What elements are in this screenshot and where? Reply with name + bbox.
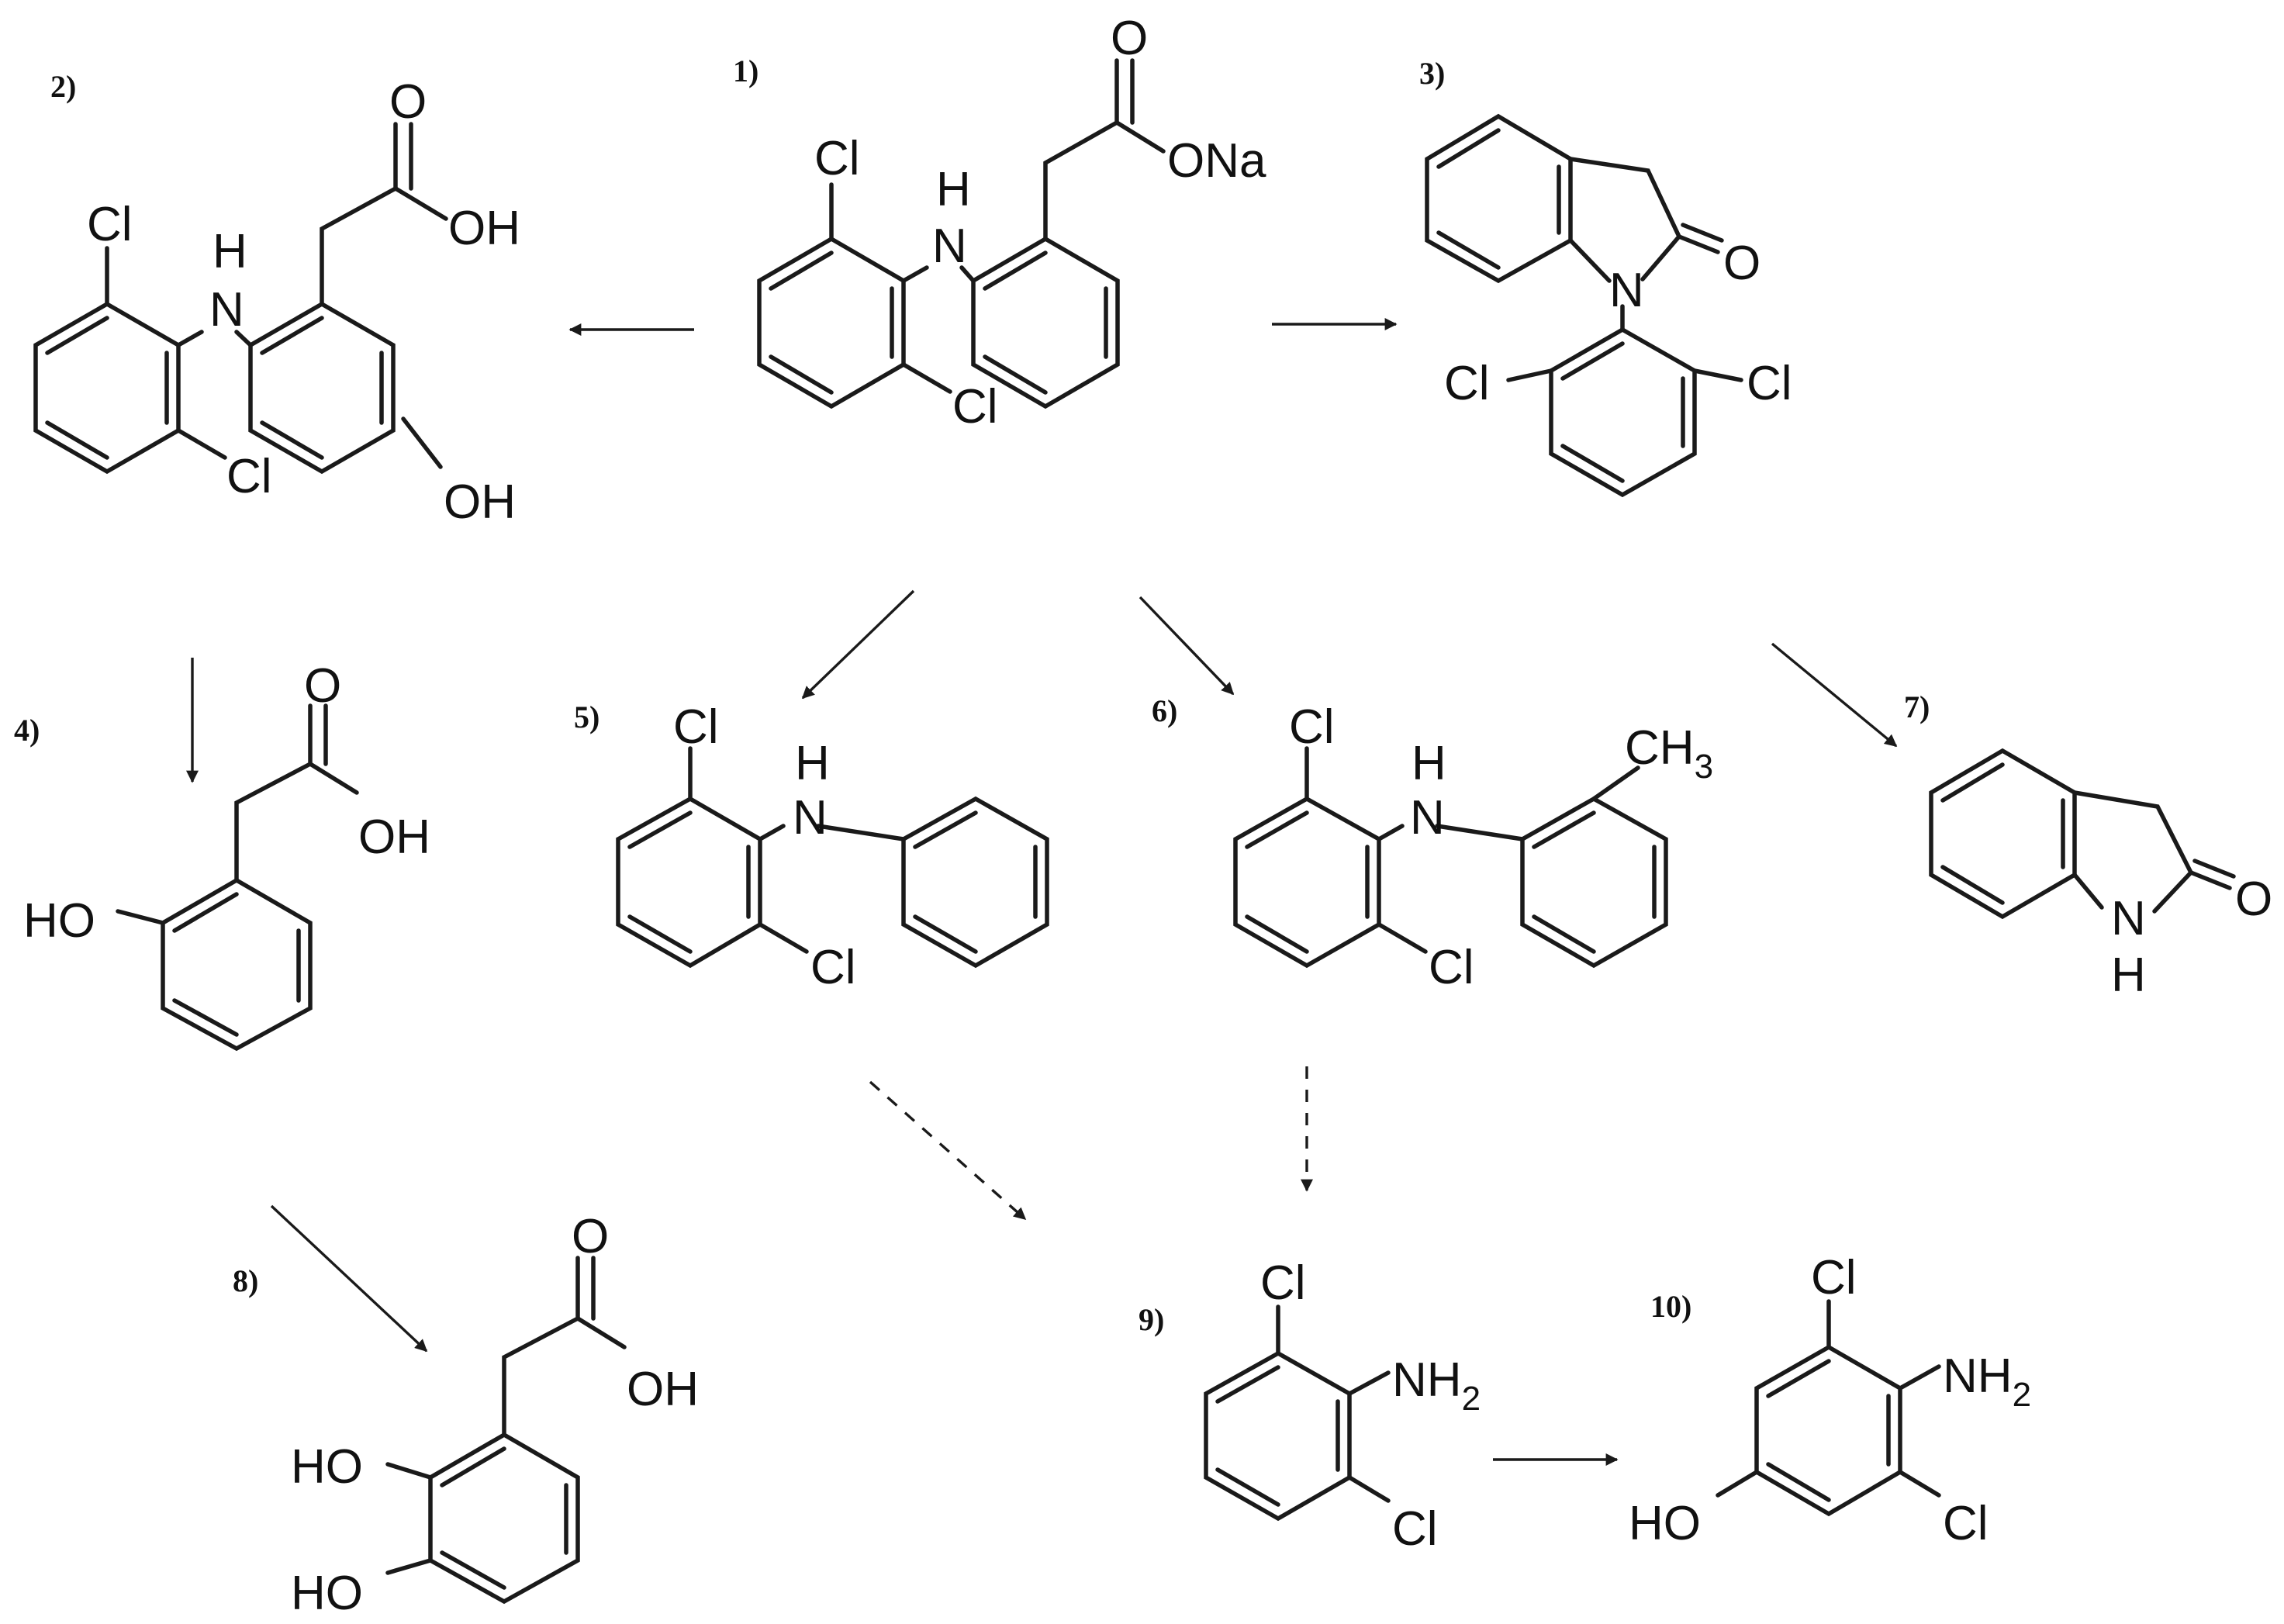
compound-5-cl-top: Cl [673, 700, 719, 754]
compound-9-cl-top: Cl [1260, 1256, 1306, 1310]
compound-1-label: 1) [733, 54, 758, 88]
compound-10-cl-bottom: Cl [1943, 1497, 1989, 1550]
compound-9-amine: NH2 [1392, 1353, 1481, 1418]
compound-7-o: O [2235, 872, 2272, 926]
compound-10-amine-nh: NH [1943, 1349, 2013, 1403]
compound-10-ring [1754, 1344, 1902, 1517]
compound-1-ring-left [757, 236, 906, 409]
compound-6-methyl: CH3 [1625, 721, 1713, 786]
compound-2-ring-right [248, 301, 396, 475]
compound-7-nh-h: H [2111, 948, 2146, 1002]
compound-2-nh-h: H [213, 225, 247, 278]
arrow-1-to-6 [1139, 596, 1235, 696]
compound-9-label: 9) [1139, 1302, 1164, 1337]
compound-3-cl-left: Cl [1444, 357, 1490, 410]
compound-7-benzo-ring [1929, 748, 2077, 920]
compound-2-ring-oh: OH [444, 475, 516, 529]
compound-8: 8) O OH HO HO [233, 1210, 699, 1620]
compound-9-amine-nh: NH [1392, 1353, 1462, 1407]
compound-8-carbonyl-o: O [572, 1210, 609, 1263]
compound-6-label: 6) [1152, 693, 1177, 728]
compound-3-o: O [1723, 237, 1761, 290]
compound-10-amine-sub: 2 [2013, 1376, 2031, 1414]
arrow-1-to-5 [801, 589, 915, 700]
compound-1-nh-h: H [936, 163, 971, 216]
compound-9: 9) Cl NH2 Cl [1139, 1256, 1481, 1556]
compound-3-label: 3) [1419, 56, 1445, 91]
compound-1-cl-top: Cl [814, 132, 860, 185]
compound-8-ho-upper: HO [291, 1440, 363, 1494]
compound-8-label: 8) [233, 1263, 258, 1298]
compound-6-cl-top: Cl [1289, 700, 1335, 754]
compound-5-nh-n: N [793, 791, 828, 845]
compound-5-ring-right [901, 796, 1049, 969]
compound-1-nh-n: N [932, 219, 967, 273]
compound-7: 7) N H O [1904, 689, 2272, 1002]
compound-10-label: 10) [1650, 1289, 1691, 1324]
arrow-5-to-9 [869, 1080, 1027, 1221]
compound-3-n: N [1609, 264, 1644, 317]
compound-3-cl-right: Cl [1747, 357, 1792, 410]
compound-7-label: 7) [1904, 689, 1930, 724]
compound-1-carbonyl-o: O [1111, 12, 1148, 65]
compound-2-acid-oh: OH [448, 202, 520, 255]
reaction-arrows [186, 318, 1898, 1466]
compound-6-methyl-sub: 3 [1695, 748, 1713, 786]
compound-5-nh-h: H [795, 737, 830, 790]
compound-4-acid-oh: OH [358, 810, 430, 864]
compound-1: 1) Cl H N Cl O ONa [733, 12, 1266, 434]
compound-5-ring-left [616, 796, 762, 969]
compound-4-ring [161, 877, 313, 1052]
compound-9-cl-bottom: Cl [1392, 1502, 1438, 1556]
compound-2-cl-bottom: Cl [226, 450, 272, 503]
compound-6-ring-left [1233, 796, 1381, 969]
compound-5-label: 5) [574, 700, 600, 734]
compound-3-aryl-ring [1549, 327, 1697, 498]
compound-2-cl-top: Cl [87, 198, 133, 251]
compound-2: 2) Cl H N Cl O OH OH [33, 69, 520, 529]
compound-7-nh-n: N [2111, 892, 2146, 945]
compound-9-amine-sub: 2 [1462, 1380, 1481, 1418]
compound-6-methyl-ch: CH [1625, 721, 1695, 775]
compound-4-label: 4) [14, 713, 40, 748]
compound-3: 3) N O Cl Cl [1419, 56, 1792, 498]
compound-1-cl-bottom: Cl [952, 380, 998, 434]
arrow-1-to-7 [1771, 642, 1898, 748]
compound-6-cl-bottom: Cl [1429, 941, 1474, 994]
compound-6-ring-right [1520, 796, 1668, 969]
compound-6-nh-n: N [1410, 791, 1445, 845]
compound-2-label: 2) [50, 69, 76, 104]
compound-10: 10) Cl NH2 Cl HO [1629, 1251, 2031, 1550]
compound-8-ring [428, 1432, 580, 1605]
compound-10-cl-top: Cl [1811, 1251, 1857, 1304]
arrow-4-to-8 [270, 1204, 428, 1353]
compound-4-carbonyl-o: O [304, 659, 341, 713]
compound-5: 5) Cl H N Cl [574, 700, 1049, 994]
compound-10-ho: HO [1629, 1497, 1701, 1550]
compound-6: 6) Cl H N Cl CH3 [1152, 693, 1713, 994]
compound-4-phenol-ho: HO [23, 894, 95, 948]
compound-5-cl-bottom: Cl [810, 941, 856, 994]
compound-8-acid-oh: OH [627, 1363, 699, 1416]
compound-2-nh-n: N [209, 283, 244, 337]
compound-10-amine: NH2 [1943, 1349, 2031, 1414]
compound-2-ring-left [33, 301, 181, 475]
compound-9-ring [1204, 1350, 1352, 1522]
compound-4: 4) O OH HO [14, 659, 430, 1052]
compound-2-carbonyl-o: O [389, 75, 427, 129]
compound-6-nh-h: H [1412, 737, 1446, 790]
compound-8-ho-lower: HO [291, 1567, 363, 1620]
compound-1-ona: ONa [1167, 134, 1266, 188]
compound-3-benzo-ring [1425, 113, 1573, 284]
